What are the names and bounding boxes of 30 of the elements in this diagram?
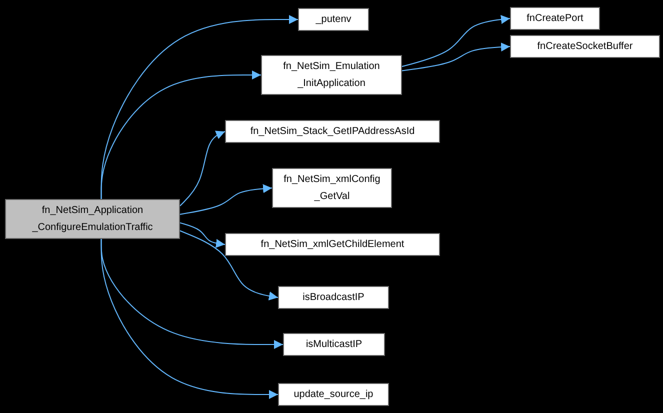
function-name: _putenv bbox=[314, 13, 352, 27]
function-box bbox=[278, 383, 389, 406]
function-name: fnCreatePort bbox=[526, 12, 584, 26]
call-arrow bbox=[180, 184, 272, 215]
function-name: isBroadcastIP bbox=[302, 291, 366, 305]
function-box bbox=[510, 35, 660, 58]
call-arrow bbox=[100, 238, 278, 399]
function-box bbox=[278, 286, 389, 309]
function-box bbox=[272, 168, 392, 208]
function-name: isMulticastIP bbox=[304, 338, 364, 352]
call-arrow bbox=[180, 230, 278, 300]
function-box bbox=[225, 120, 440, 143]
function-name: fn_NetSim_xmlGetChildElement bbox=[260, 238, 406, 252]
function-name: fnCreateSocketBuffer bbox=[536, 40, 634, 54]
function-box bbox=[261, 55, 402, 95]
call-arrow bbox=[100, 70, 262, 200]
call-arrow bbox=[402, 15, 510, 68]
function-box bbox=[225, 233, 440, 256]
function-box bbox=[283, 333, 385, 356]
call-arrow bbox=[180, 130, 226, 206]
function-name: update_source_ip bbox=[292, 388, 374, 402]
current-function-box bbox=[5, 199, 180, 239]
function-box bbox=[510, 7, 600, 30]
function-name: fn_NetSim_Emulation _InitApplication bbox=[282, 60, 381, 91]
call-arrow bbox=[180, 222, 226, 248]
function-box bbox=[298, 8, 369, 31]
function-name: fn_NetSim_Application _ConfigureEmulationTraffic bbox=[31, 204, 154, 235]
function-name: fn_NetSim_Stack_GetIPAddressAsId bbox=[249, 125, 416, 139]
call-arrow bbox=[402, 42, 510, 72]
function-name: fn_NetSim_xmlConfig _GetVal bbox=[282, 173, 382, 204]
